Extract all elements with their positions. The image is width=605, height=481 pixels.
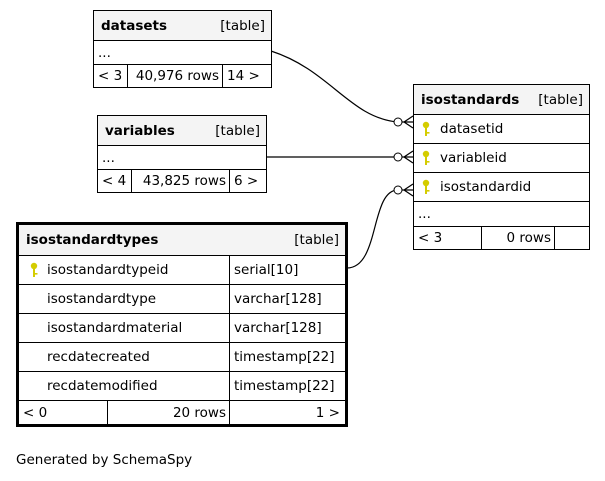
table-name[interactable]: datasets bbox=[101, 17, 168, 34]
link-variables-crowfoot bbox=[402, 150, 414, 164]
column-row-isostandardtype[interactable]: isostandardtype varchar[128] bbox=[19, 284, 345, 313]
link-datasets-crowfoot bbox=[402, 115, 414, 129]
table-header: isostandardtypes [table] bbox=[19, 225, 345, 255]
ellipsis-row: ... bbox=[98, 145, 266, 169]
key-icon bbox=[420, 115, 432, 143]
row-count: 20 rows bbox=[107, 401, 229, 424]
children-link[interactable] bbox=[554, 227, 589, 249]
column-row-variableid[interactable]: variableid bbox=[414, 143, 589, 172]
column-name: isostandardtypeid bbox=[47, 262, 169, 278]
table-type-tag: [table] bbox=[215, 122, 260, 139]
table-header: datasets [table] bbox=[94, 11, 271, 40]
parents-link[interactable]: < 0 bbox=[23, 404, 48, 421]
table-name[interactable]: isostandards bbox=[421, 91, 520, 108]
stats-row: < 3 40,976 rows 14 > bbox=[94, 64, 271, 87]
ellipsis: ... bbox=[98, 44, 111, 61]
link-variables-optional-marker bbox=[393, 152, 403, 162]
column-row-isostandardtypeid[interactable]: isostandardtypeid serial[10] bbox=[19, 255, 345, 284]
ellipsis-row: ... bbox=[94, 40, 271, 64]
stats-row: < 0 20 rows 1 > bbox=[19, 400, 345, 424]
link-isostandardtypes-optional-marker bbox=[393, 185, 403, 195]
column-type: varchar[128] bbox=[229, 285, 345, 313]
row-count: 40,976 rows bbox=[127, 65, 222, 87]
table-isostandardtypes[interactable]: isostandardtypes [table] isostandardtype… bbox=[16, 222, 348, 427]
ellipsis-row: ... bbox=[414, 201, 589, 226]
key-icon bbox=[420, 173, 432, 201]
table-name[interactable]: variables bbox=[105, 122, 175, 139]
column-row-recdatecreated[interactable]: recdatecreated timestamp[22] bbox=[19, 342, 345, 371]
table-name[interactable]: isostandardtypes bbox=[26, 232, 159, 248]
link-datasets-isostandards bbox=[270, 50, 399, 123]
table-type-tag: [table] bbox=[538, 91, 583, 108]
parents-link[interactable]: < 4 bbox=[102, 173, 127, 189]
table-type-tag: [table] bbox=[220, 17, 265, 34]
table-header: variables [table] bbox=[98, 116, 266, 145]
link-datasets-optional-marker bbox=[393, 117, 403, 127]
table-type-tag: [table] bbox=[294, 232, 339, 248]
table-isostandards[interactable]: isostandards [table] datasetid variablei… bbox=[413, 84, 590, 250]
key-icon bbox=[28, 256, 40, 284]
link-isostandardtypes-crowfoot bbox=[402, 183, 414, 197]
column-type: timestamp[22] bbox=[229, 372, 345, 400]
generated-by-footer: Generated by SchemaSpy bbox=[16, 452, 193, 468]
column-name: isostandardtype bbox=[47, 291, 157, 307]
parents-link[interactable]: < 3 bbox=[98, 68, 123, 84]
table-datasets[interactable]: datasets [table] ... < 3 40,976 rows 14 … bbox=[93, 10, 272, 88]
column-name: isostandardid bbox=[440, 179, 532, 195]
column-type: timestamp[22] bbox=[229, 343, 345, 371]
children-link[interactable]: 14 > bbox=[222, 65, 271, 87]
column-name: isostandardmaterial bbox=[47, 320, 183, 336]
children-link[interactable]: 6 > bbox=[229, 170, 266, 192]
column-name: recdatecreated bbox=[47, 349, 150, 365]
column-row-recdatemodified[interactable]: recdatemodified timestamp[22] bbox=[19, 371, 345, 400]
column-row-datasetid[interactable]: datasetid bbox=[414, 114, 589, 143]
stats-row: < 4 43,825 rows 6 > bbox=[98, 169, 266, 192]
row-count: 43,825 rows bbox=[131, 170, 229, 192]
column-name: variableid bbox=[440, 150, 507, 166]
column-name: recdatemodified bbox=[47, 378, 158, 394]
parents-link[interactable]: < 3 bbox=[418, 230, 443, 246]
column-row-isostandardid[interactable]: isostandardid bbox=[414, 172, 589, 201]
column-type: varchar[128] bbox=[229, 314, 345, 342]
stats-row: < 3 0 rows bbox=[414, 226, 589, 249]
ellipsis: ... bbox=[102, 149, 115, 166]
column-type: serial[10] bbox=[229, 256, 345, 284]
key-icon bbox=[420, 144, 432, 172]
children-link[interactable]: 1 > bbox=[229, 401, 345, 424]
table-variables[interactable]: variables [table] ... < 4 43,825 rows 6 … bbox=[97, 115, 267, 193]
column-row-isostandardmaterial[interactable]: isostandardmaterial varchar[128] bbox=[19, 313, 345, 342]
ellipsis: ... bbox=[418, 206, 431, 222]
row-count: 0 rows bbox=[481, 227, 554, 249]
table-header: isostandards [table] bbox=[414, 85, 589, 114]
link-isostandardtypes-isostandards bbox=[346, 189, 399, 269]
column-name: datasetid bbox=[440, 121, 504, 137]
